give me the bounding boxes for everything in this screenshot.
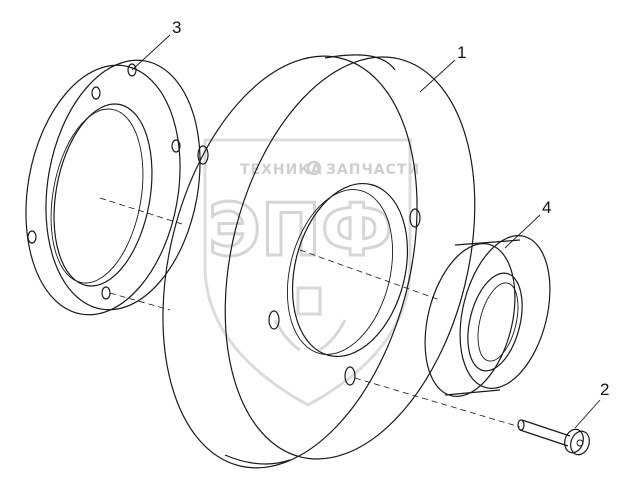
callout-1: 1	[419, 43, 466, 93]
callout-label-1: 1	[457, 43, 466, 62]
part-1-hub	[162, 54, 476, 469]
callout-4: 4	[504, 198, 551, 249]
watermark-shield	[203, 138, 412, 407]
watermark-logo: ЭПФ	[208, 188, 393, 272]
callout-label-2: 2	[600, 380, 609, 399]
bolt-hole	[27, 230, 37, 244]
watermark: ТЕХНИКА ЗАПЧАСТИ ЭПФ	[203, 138, 420, 407]
callout-label-3: 3	[172, 18, 181, 37]
part-3-flange	[25, 59, 201, 316]
gear-icon	[306, 160, 322, 176]
bolt-hole	[409, 208, 421, 228]
bolt-hole	[197, 145, 209, 165]
bolt-hole	[91, 86, 101, 100]
wheat-icon	[273, 286, 347, 352]
watermark-text-left: ТЕХНИКА	[240, 162, 323, 178]
callout-2: 2	[574, 380, 609, 429]
bolt-hole	[101, 286, 111, 300]
callout-label-4: 4	[542, 198, 551, 217]
assembly-lines	[99, 197, 521, 428]
bolt-hole	[268, 310, 280, 330]
callout-3: 3	[131, 18, 181, 71]
part-2-bolt	[517, 419, 590, 456]
bolt-hole	[127, 63, 137, 77]
bolt-hole	[344, 366, 356, 386]
watermark-text-right: ЗАПЧАСТИ	[326, 162, 420, 178]
part-4-bearing	[424, 235, 551, 397]
bolt-hole	[171, 139, 181, 153]
